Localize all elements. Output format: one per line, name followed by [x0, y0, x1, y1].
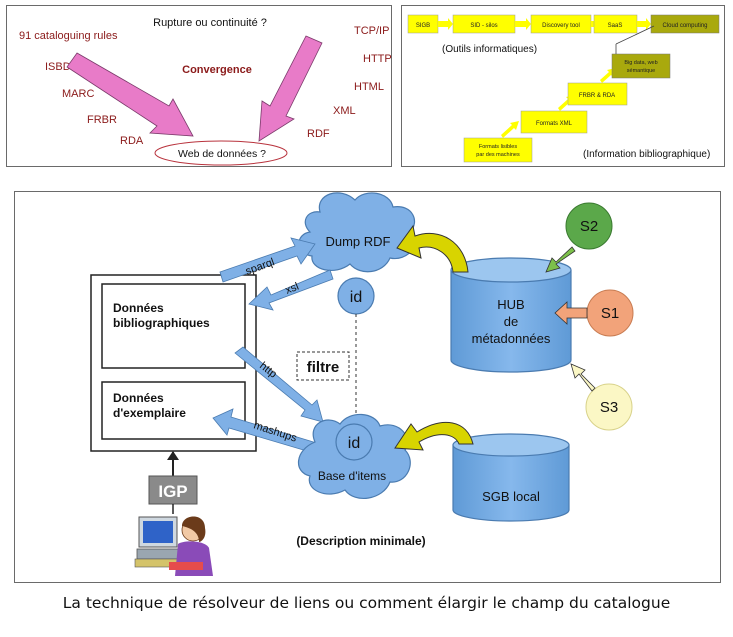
biblio-data-box — [101, 283, 246, 369]
hub-to-dump-arrow — [396, 224, 469, 273]
info-connector-line-2 — [615, 25, 655, 45]
tool-label-sid: SID - silos — [470, 23, 497, 29]
info-label-big-data-1: Big data, web — [624, 60, 657, 66]
resolver-panel: Dump RDF HUB de métadonnées S2 S1 S3 id … — [14, 191, 721, 583]
xsl-label: xsl — [284, 281, 301, 297]
left-convergence-arrow — [66, 52, 194, 137]
s3-arrow — [570, 363, 596, 392]
source-s2 — [565, 202, 613, 250]
convergence-heading: Convergence — [182, 64, 252, 76]
term-http: HTTP — [363, 53, 392, 65]
hub-label-1: HUB — [497, 297, 524, 312]
biblio-data-label-2: bibliographiques — [113, 316, 210, 330]
source-s3 — [585, 383, 633, 431]
info-label: (Information bibliographique) — [583, 149, 710, 160]
user-at-computer-icon — [134, 516, 213, 576]
term-isbd: ISBD — [45, 61, 71, 73]
exemplaire-data-box — [101, 381, 246, 440]
sgb-local-label: SGB local — [482, 489, 540, 504]
id-circle-bottom — [335, 423, 373, 461]
source-s3-label: S3 — [600, 399, 618, 416]
evolution-diagram: SIGB SID - silos Discovery tool SaaS Clo… — [407, 14, 720, 163]
info-label-formats-lisibles-1: Formats lisibles — [479, 144, 517, 150]
biblio-data-label-1: Données — [113, 301, 164, 315]
info-label-formats-xml: Formats XML — [536, 121, 573, 127]
tools-label: (Outils informatiques) — [442, 44, 537, 55]
figure-caption: La technique de résolveur de liens ou co… — [62, 594, 671, 612]
tool-box-cloud — [650, 14, 720, 34]
tool-label-cloud: Cloud computing — [662, 23, 707, 29]
resolver-diagram: Dump RDF HUB de métadonnées S2 S1 S3 id … — [90, 192, 634, 576]
tool-arrow-2 — [515, 18, 531, 30]
base-items-label: Base d'items — [318, 469, 386, 483]
convergence-panel: Rupture ou continuité ? Convergence 91 c… — [6, 5, 392, 167]
convergence-title: Rupture ou continuité ? — [153, 17, 267, 29]
info-step-formats-xml — [520, 110, 588, 134]
igp-label: IGP — [158, 482, 187, 501]
term-rda: RDA — [120, 135, 144, 147]
right-convergence-arrow — [258, 35, 323, 142]
term-tcpip: TCP/IP — [354, 25, 389, 37]
info-label-formats-lisibles-2: par des machines — [476, 152, 520, 158]
info-step-frbr-rda — [567, 82, 628, 106]
info-arrow-1 — [501, 121, 519, 138]
tool-arrow-4 — [637, 18, 651, 30]
info-label-big-data-2: sémantique — [627, 68, 655, 74]
description-label: (Description minimale) — [296, 534, 425, 548]
s1-arrow — [554, 301, 588, 325]
xsl-arrow — [248, 269, 334, 311]
igp-arrowhead — [167, 451, 179, 460]
tool-label-sigb: SIGB — [416, 23, 430, 29]
dump-rdf-label: Dump RDF — [325, 234, 390, 249]
mashups-arrow — [212, 408, 321, 455]
filter-label: filtre — [307, 359, 340, 376]
source-s2-label: S2 — [580, 218, 598, 235]
hub-label-3: métadonnées — [472, 331, 551, 346]
term-xml: XML — [333, 105, 356, 117]
id-label-top: id — [350, 289, 362, 306]
term-rdf: RDF — [307, 128, 330, 140]
s2-arrow — [545, 246, 576, 273]
evolution-panel: SIGB SID - silos Discovery tool SaaS Clo… — [401, 5, 725, 167]
convergence-diagram: Rupture ou continuité ? Convergence 91 c… — [19, 17, 392, 166]
tool-arrow-1 — [438, 18, 453, 30]
target-label: Web de données ? — [178, 148, 266, 160]
info-step-formats-lisibles — [463, 137, 533, 163]
exemplaire-data-label-2: d'exemplaire — [113, 406, 186, 420]
hub-label-2: de — [504, 314, 518, 329]
tool-label-saas: SaaS — [608, 23, 623, 29]
source-s1-label: S1 — [601, 305, 619, 322]
term-html: HTML — [354, 81, 384, 93]
id-label-bottom: id — [348, 435, 360, 452]
term-marc: MARC — [62, 88, 94, 100]
term-frbr: FRBR — [87, 114, 117, 126]
http-arrow — [234, 346, 324, 423]
sgb-to-id-arrow — [394, 422, 474, 451]
tool-label-discovery: Discovery tool — [542, 23, 580, 29]
exemplaire-data-label-1: Données — [113, 391, 164, 405]
dump-rdf-cloud — [298, 192, 416, 273]
hub-cylinder — [450, 257, 572, 373]
term-91-rules: 91 cataloguing rules — [19, 30, 118, 42]
info-label-frbr-rda: FRBR & RDA — [579, 93, 615, 99]
filter-box — [296, 351, 350, 381]
info-step-big-data — [611, 53, 671, 79]
sparql-arrow — [219, 237, 316, 283]
target-ellipse — [154, 140, 288, 166]
sgb-local-cylinder — [452, 433, 570, 522]
